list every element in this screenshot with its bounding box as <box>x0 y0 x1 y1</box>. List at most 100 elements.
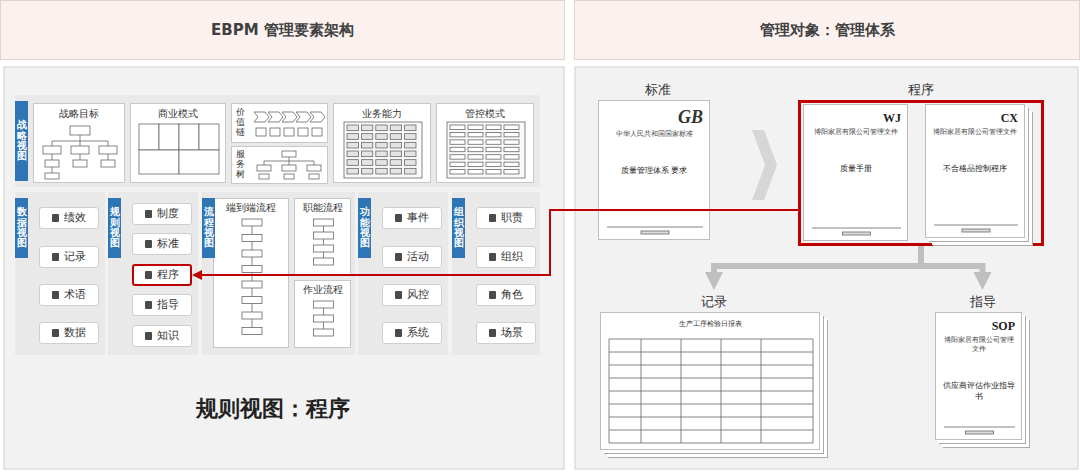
mini-line <box>289 157 290 161</box>
node-text: 价值链 <box>236 108 245 138</box>
mini-line <box>52 167 53 173</box>
mini-shape <box>314 245 334 252</box>
item-icon <box>395 291 402 299</box>
mini-shape <box>405 142 416 148</box>
mini-shape <box>242 281 262 288</box>
mini-shape <box>257 165 271 171</box>
mini-line <box>323 322 324 329</box>
mini-shape <box>468 155 483 159</box>
mini-line <box>80 135 81 141</box>
mini-line <box>289 161 290 165</box>
mini-shape <box>468 132 483 136</box>
mini-line <box>609 404 813 405</box>
chevron-arrow <box>752 130 777 200</box>
mini-shape <box>314 232 334 239</box>
mini-shape <box>242 219 262 226</box>
mini-line <box>80 154 81 160</box>
mini-shape <box>450 155 465 159</box>
mini-line <box>323 239 324 245</box>
node-text: 制度 <box>157 207 179 221</box>
process-box: 职能流程 <box>294 198 351 276</box>
mini-line <box>252 273 253 282</box>
mini-line <box>252 257 253 266</box>
mini-shape <box>242 312 262 319</box>
document: WJ博阳家居有限公司管理文件质量手册 <box>803 104 908 241</box>
view-caption: 规则视图：程序 <box>196 394 350 424</box>
mini-shape <box>99 146 117 154</box>
mini-shape <box>361 160 372 166</box>
mini-line <box>252 319 253 328</box>
view-tab: 战略视图 <box>15 101 28 181</box>
mini-shape <box>242 266 262 273</box>
element-item: 职责 <box>476 207 536 229</box>
mini-shape <box>504 140 519 144</box>
mini-shape <box>405 134 416 140</box>
mini-shape <box>504 132 519 136</box>
element-item: 绩效 <box>39 207 99 229</box>
vertical-label: 价值链 <box>236 104 245 142</box>
mini-shape <box>486 170 501 174</box>
mini-shape <box>405 125 416 131</box>
mini-shape <box>256 128 266 136</box>
mini-shape <box>468 170 483 174</box>
node-text: 程序 <box>798 78 1044 97</box>
node-text: 术语 <box>64 288 86 302</box>
node-text: 战略目标 <box>34 104 124 121</box>
node-text: 标准 <box>598 78 718 97</box>
mini-shape <box>376 142 387 148</box>
mini-shape <box>344 122 422 178</box>
mini-shape <box>314 315 334 322</box>
mini-shape <box>468 162 483 166</box>
mini-line <box>609 352 813 353</box>
element-item: 系统 <box>382 322 442 344</box>
mini-shape <box>641 231 669 234</box>
mini-shape <box>282 151 296 157</box>
mini-line <box>80 141 81 146</box>
process-box: 作业流程 <box>294 280 351 348</box>
mini-line <box>761 339 762 443</box>
mini-line <box>609 430 813 431</box>
connector <box>202 210 798 275</box>
mini-shape <box>486 147 501 151</box>
document-sheet: GB中华人民共和国国家标准质量管理体系 要求 <box>598 100 710 240</box>
element-item: 记录 <box>39 246 99 268</box>
item-icon <box>395 329 402 337</box>
node-text: 标准 <box>157 237 179 251</box>
item-icon <box>145 332 152 340</box>
mini-shape <box>314 301 334 308</box>
mini-line <box>323 308 324 315</box>
panel-header: EBPM 管理要素架构 <box>0 0 565 60</box>
mini-shape <box>347 168 358 174</box>
mini-shape <box>486 155 501 159</box>
mini-shape <box>504 170 519 174</box>
mini-shape <box>139 150 179 174</box>
node-text: WJ <box>810 111 901 126</box>
node-text: 绩效 <box>64 211 86 225</box>
illustration <box>804 105 909 242</box>
mini-line <box>323 226 324 232</box>
node-text: 事件 <box>407 211 429 225</box>
node-text: 供应商评估作业指导书 <box>942 380 1015 402</box>
illustration <box>214 199 290 349</box>
illustration <box>232 147 329 185</box>
mini-line <box>721 339 722 443</box>
node-text: 服务树 <box>236 150 245 180</box>
mini-shape <box>314 329 334 336</box>
mini-line <box>252 226 253 235</box>
item-icon <box>489 329 496 337</box>
element-item: 事件 <box>382 207 442 229</box>
item-icon <box>395 253 402 261</box>
element-item: 风控 <box>382 284 442 306</box>
document: 记录生产工序检验日报表 <box>600 290 828 458</box>
mini-shape <box>242 250 262 257</box>
node-text: 角色 <box>501 288 523 302</box>
mini-line <box>934 225 1018 226</box>
mini-shape <box>405 151 416 157</box>
left-panel <box>4 67 564 469</box>
node-text: 商业模式 <box>131 104 225 121</box>
item-icon <box>395 214 402 222</box>
element-item: 场景 <box>476 322 536 344</box>
element-box: 价值链 <box>231 103 328 143</box>
mini-shape <box>361 142 372 148</box>
mini-shape <box>268 112 283 122</box>
